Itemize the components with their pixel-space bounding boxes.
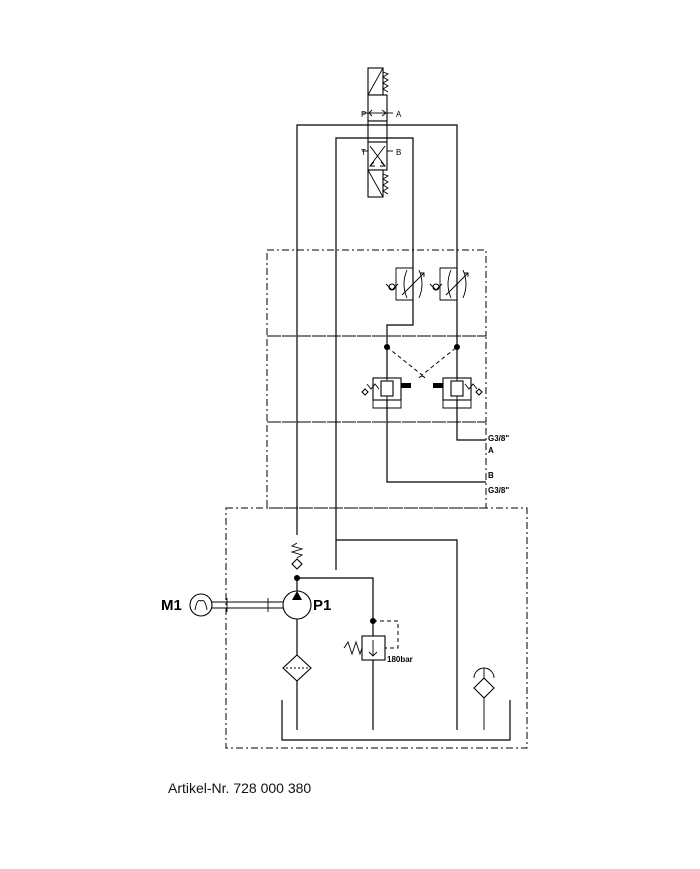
pressure-check-valve bbox=[290, 542, 304, 570]
outlet-a-thread: G3/8" bbox=[488, 434, 509, 443]
electric-motor bbox=[189, 593, 283, 617]
port-b-label: B bbox=[396, 148, 401, 157]
pilot-check-valve-right bbox=[433, 377, 483, 409]
pilot-lines bbox=[386, 346, 458, 379]
pressure-relief-valve bbox=[343, 620, 399, 661]
pump bbox=[282, 578, 312, 657]
air-breather bbox=[473, 667, 495, 730]
port-t-label: T bbox=[361, 148, 366, 157]
port-p-label: P bbox=[361, 110, 366, 119]
suction-filter bbox=[282, 654, 312, 730]
module-boxes bbox=[225, 249, 528, 749]
pilot-check-valve-left bbox=[361, 377, 411, 409]
tank bbox=[281, 700, 511, 741]
directional-valve bbox=[362, 67, 393, 198]
pressure-lines bbox=[296, 124, 486, 730]
port-a-label: A bbox=[396, 110, 402, 119]
article-number: Artikel-Nr. 728 000 380 bbox=[168, 780, 312, 796]
throttle-check-valve-right bbox=[429, 267, 469, 301]
outlet-a-label: A bbox=[488, 446, 494, 455]
relief-line bbox=[297, 577, 374, 730]
throttle-check-valve-left bbox=[385, 267, 425, 301]
outlet-b-label: B bbox=[488, 471, 494, 480]
outlet-b-thread: G3/8" bbox=[488, 486, 509, 495]
relief-setting-label: 180bar bbox=[387, 655, 413, 664]
pump-label: P1 bbox=[313, 597, 331, 614]
motor-label: M1 bbox=[161, 597, 182, 614]
